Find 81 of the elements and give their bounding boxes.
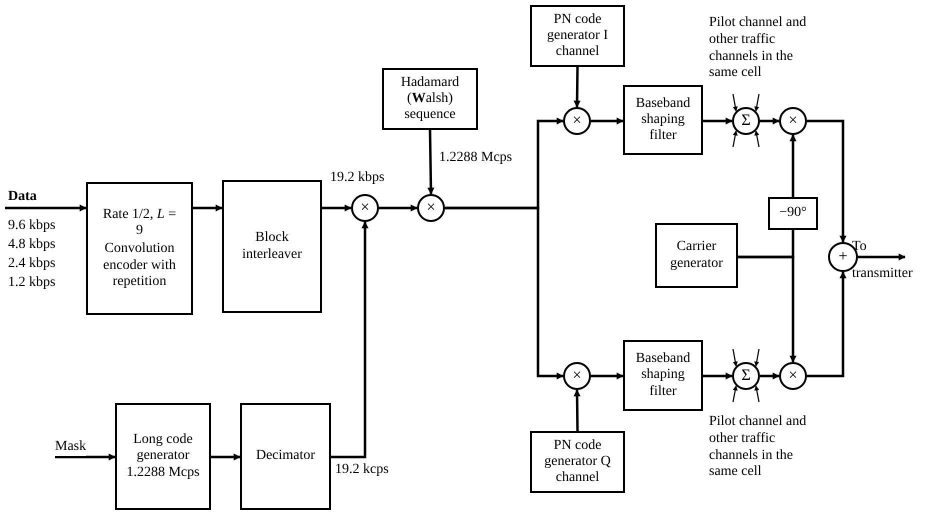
block-label: −90° — [779, 205, 807, 222]
signal-arrow — [760, 118, 780, 124]
block-box — [623, 340, 703, 411]
block-label: Block interleaver — [241, 230, 303, 263]
signal-arrow — [732, 348, 738, 367]
data-rate-label: 4.8 kbps — [8, 237, 56, 254]
signal-arrow — [427, 130, 434, 195]
signal-arrow — [732, 130, 738, 148]
note-text: Pilot channel and other traffic channels in the same cell — [709, 414, 808, 482]
block-label: Baseband shaping filter — [634, 96, 692, 144]
block-label: Convolution encoder with repetition — [102, 241, 177, 290]
operator-circle — [563, 107, 591, 135]
block-box — [115, 403, 211, 510]
signal-arrow — [55, 454, 116, 460]
operator-symbol: × — [788, 113, 798, 129]
block-box — [655, 223, 738, 288]
block-label: Hadamard (Walsh) sequence — [400, 74, 460, 124]
operator-circle — [779, 362, 807, 390]
signal-arrow — [754, 94, 760, 112]
block-label: PN code generator Q channel — [544, 438, 611, 486]
signal-arrow — [331, 221, 368, 458]
signal-arrow — [591, 372, 624, 380]
operator-circle — [732, 362, 760, 390]
operator-symbol: × — [572, 368, 582, 384]
signal-arrow — [732, 385, 738, 402]
signal-arrow — [858, 254, 906, 260]
block-box — [222, 180, 322, 313]
operator-symbol: × — [426, 200, 436, 216]
operator-symbol: + — [838, 249, 848, 265]
edge-label: To transmitter — [852, 238, 914, 283]
operator-circle — [779, 107, 807, 135]
signal-arrow — [807, 120, 846, 243]
operator-symbol: × — [360, 200, 370, 216]
block-box — [240, 403, 331, 510]
operator-circle — [732, 107, 760, 135]
signal-arrow — [193, 204, 223, 212]
data-rate-label: 2.4 kbps — [8, 256, 56, 273]
operator-circle — [563, 362, 591, 390]
signal-arrow — [574, 389, 581, 432]
signal-arrow — [5, 204, 87, 212]
signal-arrow — [754, 348, 760, 367]
block-label: Long code generator 1.2288 Mcps — [125, 432, 201, 481]
signal-arrow — [591, 118, 624, 124]
block-box — [530, 5, 625, 67]
signal-arrow — [754, 385, 760, 402]
operator-symbol: Σ — [741, 113, 751, 129]
signal-arrow — [754, 130, 760, 148]
block-box — [768, 197, 818, 230]
signal-arrow — [732, 94, 738, 112]
edge-label: Mask — [55, 439, 86, 456]
block-label: Rate 1/2, L = 9 — [102, 207, 178, 240]
block-box — [86, 182, 193, 315]
edge-label: 1.2288 Mcps — [439, 150, 512, 167]
operator-symbol: × — [788, 368, 798, 384]
signal-arrow — [703, 118, 733, 124]
data-rate-label: 9.6 kbps — [8, 218, 56, 235]
operator-symbol: × — [572, 113, 582, 129]
operator-circle — [417, 194, 445, 222]
signal-arrow — [738, 256, 796, 363]
signal-arrow — [445, 206, 564, 380]
operator-symbol: Σ — [741, 368, 751, 384]
edge-label: 19.2 kbps — [330, 170, 384, 187]
data-rate-label: 1.2 kbps — [8, 275, 56, 292]
signal-arrow — [211, 454, 241, 460]
signal-arrow — [790, 134, 796, 197]
signal-arrow — [807, 271, 846, 378]
operator-circle — [351, 194, 379, 222]
signal-arrow — [703, 372, 733, 380]
block-label: PN code generator I channel — [546, 12, 610, 60]
block-box — [530, 431, 625, 493]
signal-arrow — [760, 372, 780, 380]
block-label: Carrier generator — [669, 239, 724, 272]
signal-arrow — [574, 66, 581, 108]
block-box — [623, 85, 703, 155]
block-label: Decimator — [256, 448, 316, 465]
edge-label: 19.2 kcps — [335, 462, 389, 479]
signal-arrow — [322, 204, 352, 212]
block-label: Baseband shaping filter — [634, 351, 692, 400]
note-text: Pilot channel and other traffic channels in the same cell — [709, 15, 808, 82]
signal-arrow — [379, 204, 418, 212]
block-box — [382, 68, 478, 130]
